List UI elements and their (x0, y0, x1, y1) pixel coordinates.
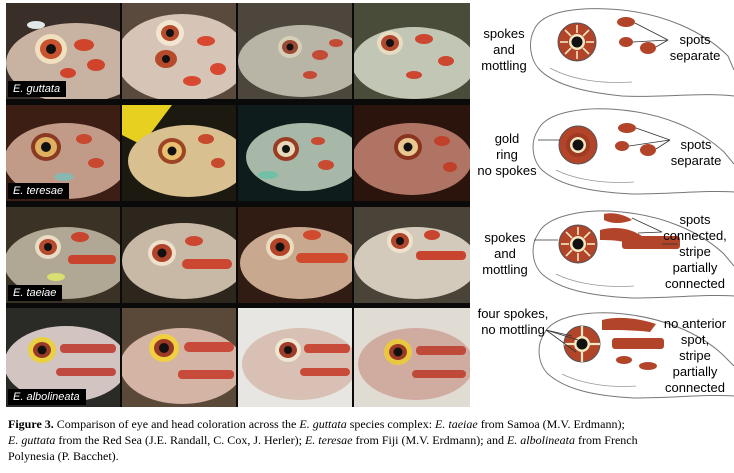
fish-photo (354, 207, 470, 303)
photo-row-guttata: E. guttata (6, 3, 470, 99)
head-diagram-albolineata (538, 312, 734, 399)
fish-photo (354, 105, 470, 201)
annotation-left: spokes and mottling (481, 26, 527, 73)
fish-photo (122, 308, 236, 407)
fish-photo (238, 3, 352, 99)
fish-photo (122, 207, 236, 303)
photo-row-teresae: E. teresae (6, 105, 470, 201)
fish-photo (122, 105, 236, 201)
annotation-right: spots separate (669, 32, 721, 63)
fish-photo (238, 105, 352, 201)
fish-photo (6, 3, 120, 99)
fish-photo (354, 3, 470, 99)
annotation-right: no anterior spot, stripe partially conne… (663, 316, 727, 395)
fish-photo (122, 3, 236, 99)
head-diagram-panel: spokes and mottling spots separate gold … (472, 0, 734, 407)
head-diagram-teresae (532, 108, 734, 195)
species-label-guttata: E. guttata (8, 81, 67, 97)
species-label-albolineata: E. albolineata (8, 389, 86, 405)
annotation-left: gold ring no spokes (477, 131, 537, 178)
photo-grid: E. guttata (6, 3, 470, 407)
annotation-left: spokes and mottling (482, 230, 528, 277)
head-diagram-taeiae (532, 210, 734, 299)
annotation-right: spots connected, stripe partially connec… (663, 212, 727, 291)
annotation-left: four spokes, no mottling (477, 306, 549, 337)
photo-row-taeiae: E. taeiae (6, 207, 470, 303)
head-diagrams (530, 8, 734, 399)
species-label-teresae: E. teresae (8, 183, 70, 199)
annotation-right: spots separate (670, 137, 722, 168)
species-label-taeiae: E. taeiae (8, 285, 63, 301)
fish-photo (354, 308, 470, 407)
photo-row-albolineata: E. albolineata (6, 308, 470, 407)
fish-photo (238, 308, 352, 407)
caption-label: Figure 3. (8, 417, 54, 431)
figure-caption: Figure 3. Comparison of eye and head col… (8, 417, 638, 463)
head-diagram-guttata (530, 8, 734, 97)
fish-photo (238, 207, 352, 303)
